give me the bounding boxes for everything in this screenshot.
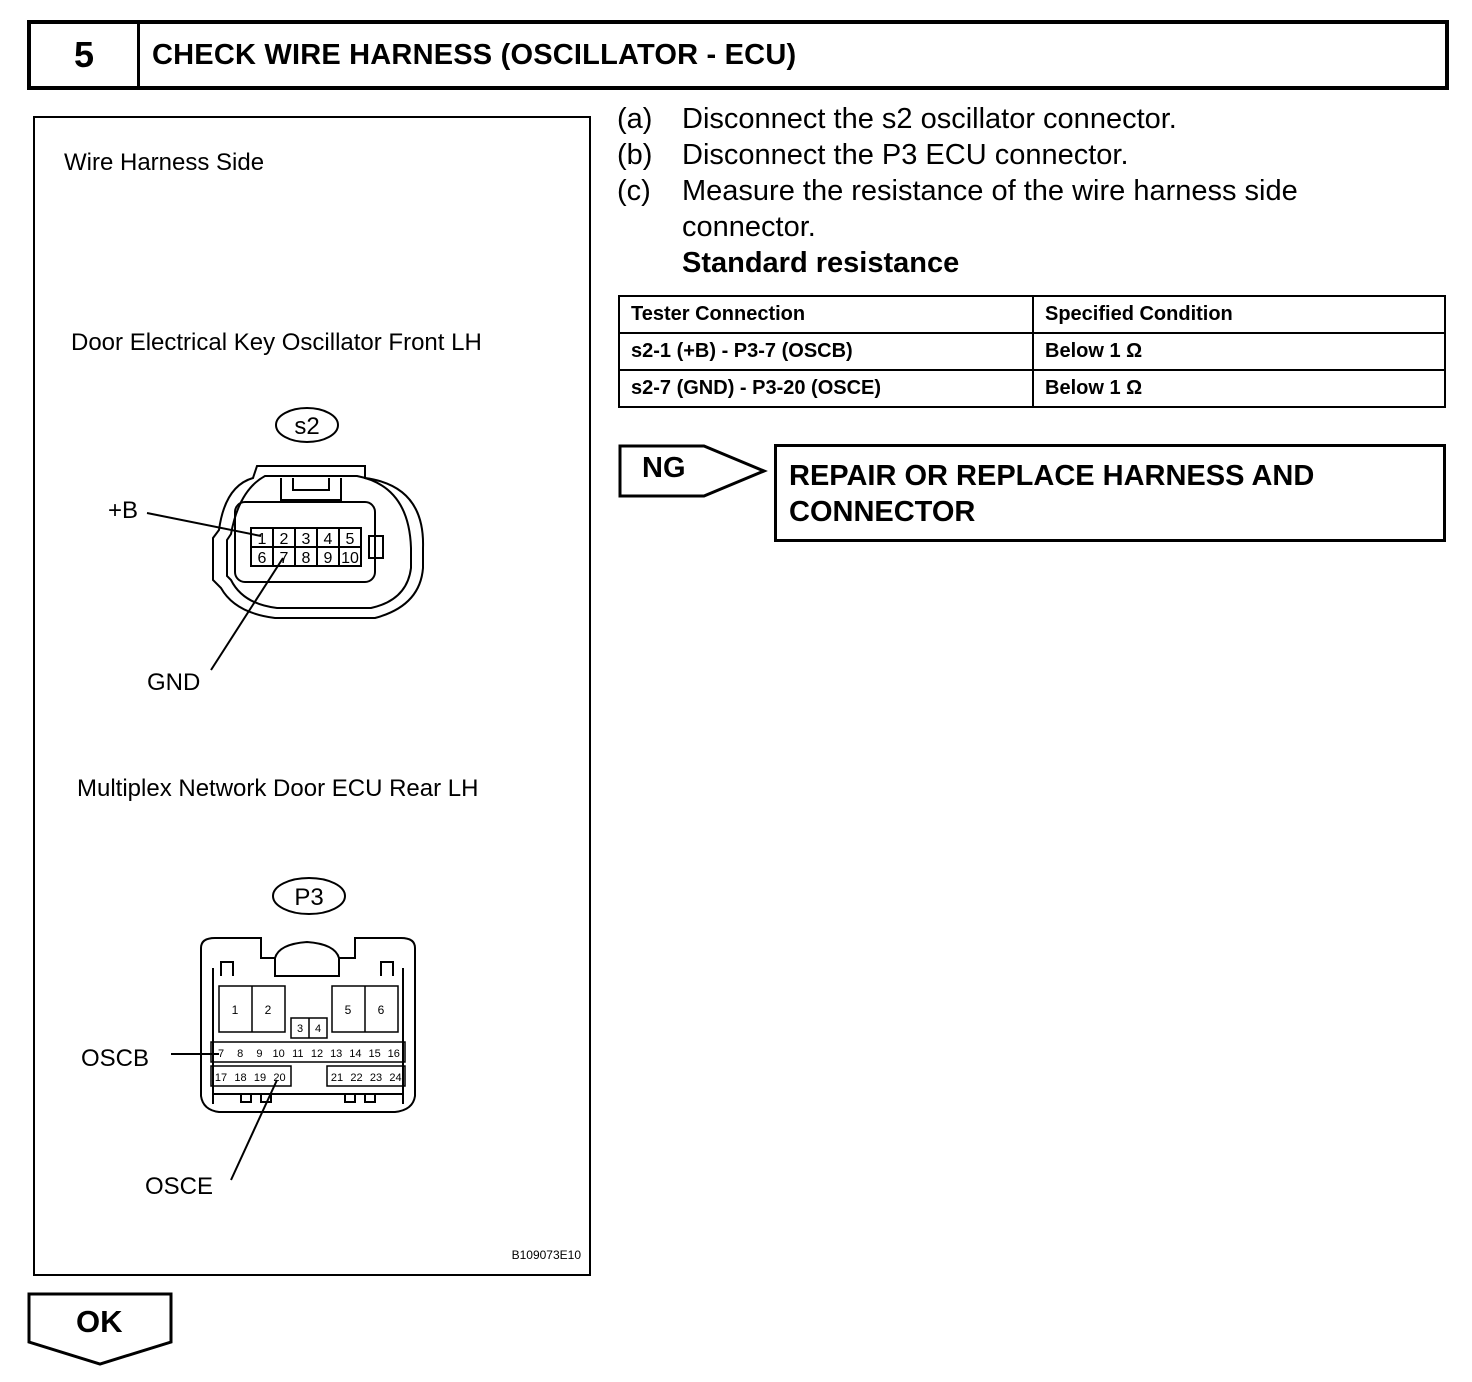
connector2-id: P3 [294,884,323,911]
pin-number: 1 [258,531,267,548]
instruction-text: Disconnect the P3 ECU connector. [682,139,1129,171]
ok-label: OK [76,1304,123,1339]
pin-number: 2 [280,531,289,548]
pin-number: 9 [324,550,333,567]
connector1-body [212,465,425,619]
table-row: s2-1 (+B) - P3-7 (OSCB) Below 1 Ω [618,332,1446,371]
pin-number: 7 [280,550,289,567]
pin-number: 24 [389,1072,401,1084]
standard-resistance-label: Standard resistance [682,247,960,279]
instructions: (a) Disconnect the s2 oscillator connect… [617,101,1377,281]
oscb-label: OSCB [81,1045,149,1072]
pin-number: 2 [265,1003,272,1017]
pin-number: 4 [324,531,333,548]
pin-number: 15 [368,1048,380,1060]
connector1-pins [250,527,362,567]
pin-number: 5 [346,531,355,548]
connector2-pins-frame [210,985,406,1087]
pin-number: 19 [254,1072,266,1084]
pin-number: 9 [256,1048,262,1060]
pin-number: 6 [378,1003,385,1017]
step-number: 5 [31,24,140,86]
instruction-text: Measure the resistance of the wire harne… [682,175,1298,243]
pin-number: 10 [341,550,359,567]
ng-label: NG [642,452,686,484]
pin-number: 8 [302,550,311,567]
pin-number: 1 [232,1003,239,1017]
table-cell: s2-7 (GND) - P3-20 (OSCE) [618,369,1034,408]
pin-number: 18 [234,1072,246,1084]
instruction-text: Disconnect the s2 oscillator connector. [682,103,1177,135]
osce-label: OSCE [145,1173,213,1200]
connector1-title: Door Electrical Key Oscillator Front LH [71,329,482,356]
ng-action-line: REPAIR OR REPLACE HARNESS AND [789,460,1315,492]
diagram-heading: Wire Harness Side [64,149,264,176]
osce-leader-line [230,1079,278,1181]
figure-code: B109073E10 [512,1248,582,1262]
instruction-c: (c) Measure the resistance of the wire h… [617,173,1377,245]
table-cell: Below 1 Ω [1032,369,1446,408]
instruction-label: (a) [617,103,653,135]
ng-arrow-icon [618,444,768,498]
wiring-diagram: Wire Harness Side Door Electrical Key Os… [33,116,591,1276]
step-title: CHECK WIRE HARNESS (OSCILLATOR - ECU) [152,38,797,71]
pin-number: 14 [349,1048,361,1060]
ng-action-box: REPAIR OR REPLACE HARNESS AND CONNECTOR [774,444,1446,542]
plus-b-label: +B [108,497,138,524]
instruction-a: (a) Disconnect the s2 oscillator connect… [617,101,1377,137]
pin-number: 7 [218,1048,224,1060]
table-row: s2-7 (GND) - P3-20 (OSCE) Below 1 Ω [618,369,1446,408]
pin-number: 10 [272,1048,284,1060]
step-header: 5 CHECK WIRE HARNESS (OSCILLATOR - ECU) [27,20,1449,90]
pin-number: 12 [311,1048,323,1060]
spec-table: Tester Connection Specified Condition s2… [618,295,1446,408]
pin-number: 3 [297,1023,303,1035]
pin-number: 16 [388,1048,400,1060]
plus-b-leader-line [146,512,262,537]
instruction-label: (c) [617,175,651,207]
table-header: Tester Connection [618,295,1034,334]
table-header: Specified Condition [1032,295,1446,334]
ok-arrow-icon [27,1292,173,1366]
pin-number: 13 [330,1048,342,1060]
gnd-label: GND [147,669,200,696]
connector2-body [200,937,416,1113]
ng-action-line: CONNECTOR [789,496,976,528]
gnd-leader-line [210,557,284,671]
pin-number: 5 [345,1003,352,1017]
pin-number: 21 [331,1072,343,1084]
pin-number: 17 [215,1072,227,1084]
pin-number: 6 [258,550,267,567]
table-cell: Below 1 Ω [1032,332,1446,371]
instruction-label: (b) [617,139,653,171]
table-cell: s2-1 (+B) - P3-7 (OSCB) [618,332,1034,371]
pin-number: 11 [292,1048,303,1060]
pin-number: 8 [237,1048,243,1060]
connector1-id-bubble [275,407,339,443]
connector-diagram-svg: Wire Harness Side Door Electrical Key Os… [64,149,582,1262]
connector2-id-bubble [272,877,346,915]
pin-number: 4 [315,1023,321,1035]
pin-number: 3 [302,531,311,548]
pin-number: 23 [370,1072,382,1084]
connector1-id: s2 [294,413,319,440]
instruction-b: (b) Disconnect the P3 ECU connector. [617,137,1377,173]
connector2-title: Multiplex Network Door ECU Rear LH [77,775,478,802]
table-header-row: Tester Connection Specified Condition [618,295,1446,334]
pin-number: 22 [350,1072,362,1084]
